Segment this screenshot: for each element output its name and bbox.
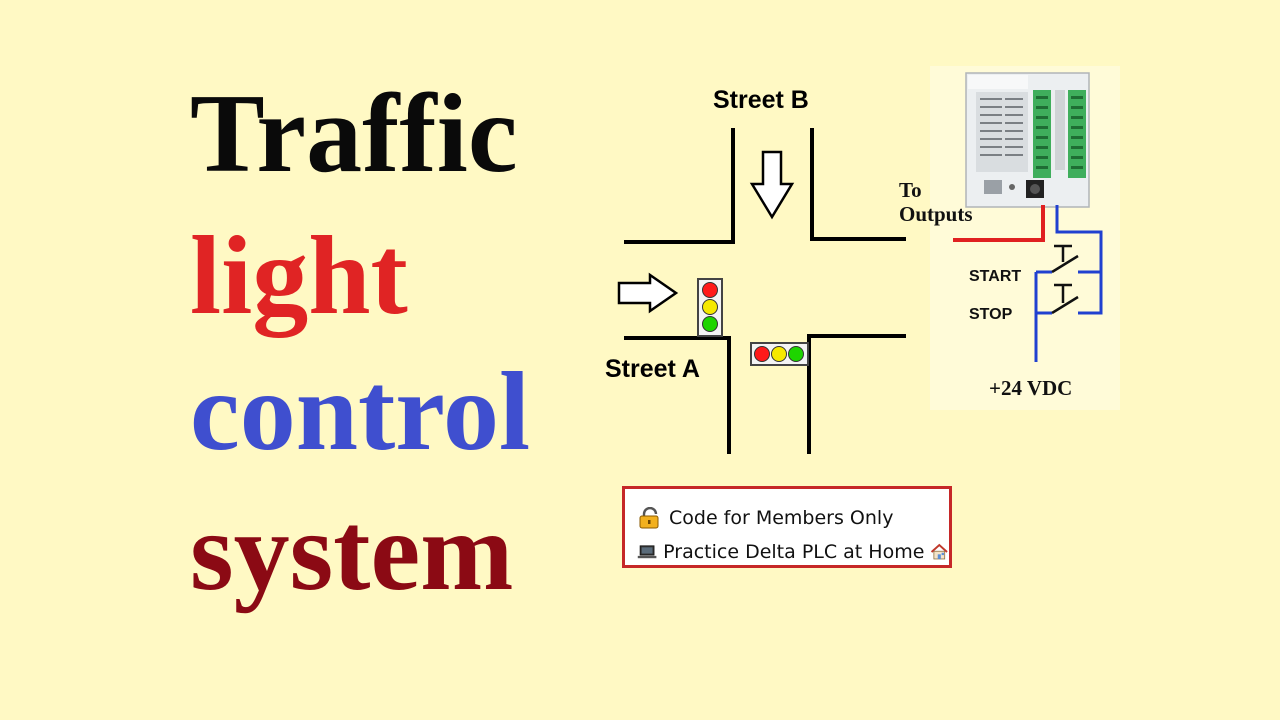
supply-voltage-label: +24 VDC <box>989 376 1072 400</box>
red-lamp-icon <box>702 282 718 298</box>
road-edge-top-right <box>810 128 906 241</box>
arrow-down-icon <box>749 150 795 220</box>
title-word-light: light <box>190 214 408 338</box>
green-lamp-icon <box>788 346 804 362</box>
plc-controller-icon <box>965 72 1090 208</box>
yellow-lamp-icon <box>702 299 718 315</box>
stop-button-label: STOP <box>969 306 1013 323</box>
info-row-code[interactable]: Code for Members Only <box>637 501 949 535</box>
green-lamp-icon <box>702 316 718 332</box>
traffic-light-vertical <box>697 278 723 337</box>
stop-switch-icon <box>1051 283 1079 315</box>
red-lamp-icon <box>754 346 770 362</box>
laptop-icon <box>637 545 657 559</box>
title-word-traffic: Traffic <box>190 72 518 196</box>
members-info-box[interactable]: Code for Members Only Practice Delta PLC… <box>622 486 952 568</box>
to-outputs-label-line1: To <box>899 178 922 202</box>
street-a-label: Street A <box>605 355 700 383</box>
yellow-lamp-icon <box>771 346 787 362</box>
house-icon <box>931 543 949 560</box>
traffic-light-horizontal <box>750 342 809 366</box>
to-outputs-label-line2: Outputs <box>899 202 973 226</box>
output-wire <box>953 205 1045 242</box>
info-row-label: Code for Members Only <box>669 507 894 529</box>
street-b-label: Street B <box>713 86 809 114</box>
title-word-system: system <box>190 490 514 614</box>
start-switch-icon <box>1051 244 1079 274</box>
title-word-control: control <box>190 350 531 474</box>
arrow-right-icon <box>617 272 679 314</box>
road-edge-bottom-right <box>807 334 906 454</box>
road-edge-bottom-left <box>624 336 731 454</box>
road-edge-top-left <box>624 128 735 244</box>
info-row-label: Practice Delta PLC at Home <box>663 541 925 563</box>
info-row-practice[interactable]: Practice Delta PLC at Home <box>637 535 949 569</box>
road-edges <box>624 128 906 454</box>
input-wiring <box>1034 205 1103 362</box>
start-button-label: START <box>969 268 1021 285</box>
lock-icon <box>639 507 659 529</box>
